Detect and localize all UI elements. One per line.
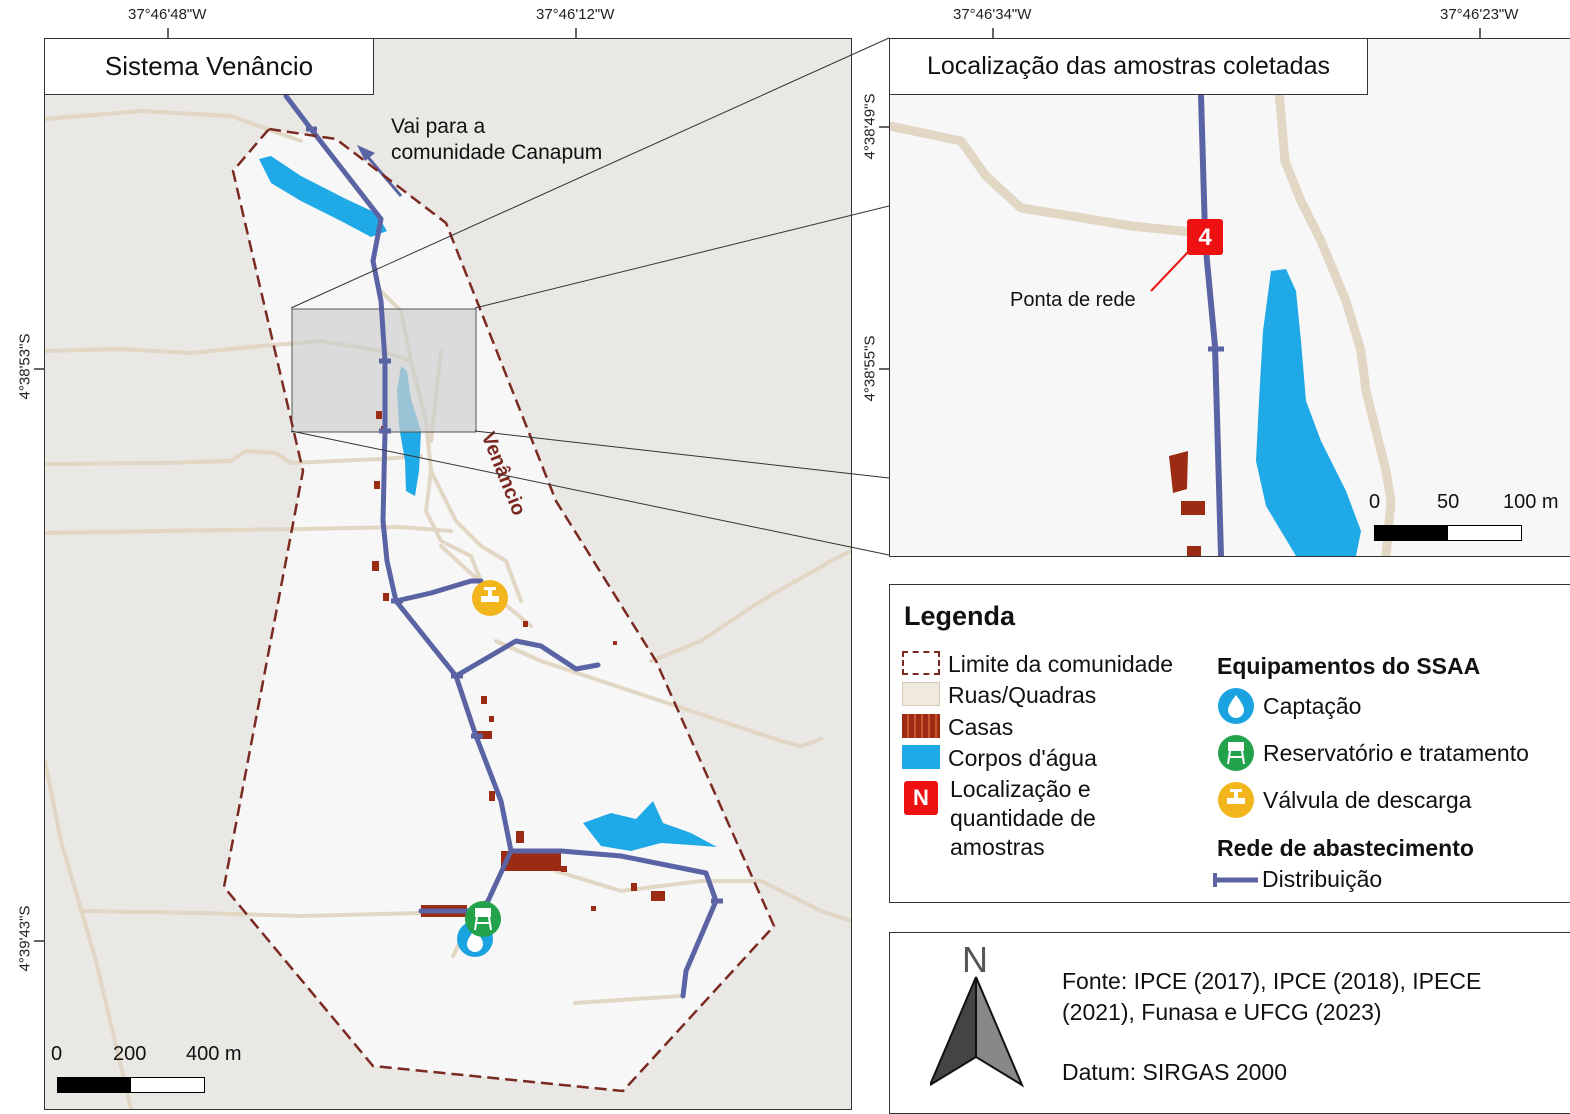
legend-item-houses: Casas [902,714,1013,741]
main-scale-label-1: 200 [113,1043,147,1065]
inset-scale-label-2: 100 m [1503,491,1559,513]
legend-sample-line2: quantidade de [950,805,1096,831]
legend-equipment-label: Captação [1263,692,1362,719]
arrow-note-line1: Vai para a [391,115,486,138]
valve-icon [1218,782,1254,818]
arrow-note-line2: comunidade Canapum [391,141,603,164]
legend-sample-line3: amostras [950,834,1045,860]
legend-equipment-captacao: Captação [1217,687,1361,725]
inset-scale-label-1: 50 [1437,491,1460,513]
legend-network-label: Distribuição [1262,866,1383,892]
legend-title: Legenda [904,601,1016,631]
legend-equipment-label: Válvula de descarga [1263,786,1472,813]
inset-pipe [1198,93,1224,556]
inset-scale-label-0: 0 [1369,491,1381,513]
main-top-coord-2: 37°46'12"W [536,6,615,23]
legend-item-samples: N Localização e quantidade de amostras [902,775,1096,862]
network-heading: Rede de abastecimento [1217,835,1474,861]
legend: Legenda Limite da comunidade Ruas/Quadra… [889,584,1570,903]
main-scale-label-0: 0 [51,1043,63,1065]
sample-marker-icon: N [904,781,938,815]
inset-top-coord-2: 37°46'23"W [1440,6,1519,23]
valve-icon [472,580,508,616]
equipment-heading: Equipamentos do SSAA [1217,653,1481,679]
source-line1: Fonte: IPCE (2017), IPCE (2018), IPECE [1062,968,1482,994]
datum-text: Datum: SIRGAS 2000 [1062,1059,1287,1085]
main-scale-bar [57,1077,205,1093]
inset-water [1256,269,1361,556]
main-map[interactable]: Vai para a comunidade Canapum Venâncio 0… [44,38,852,1110]
water-drop-icon [1218,688,1254,724]
inset-roads [890,86,1396,556]
streets-fill-icon [902,682,940,706]
inset-top-coord-1: 37°46'34"W [953,6,1032,23]
water-tower-icon [465,901,501,937]
legend-item-streets: Ruas/Quadras [902,682,1096,709]
legend-sample-line1: Localização e [950,776,1091,802]
legend-item-label: Casas [948,714,1014,740]
legend-item-label: Limite da comunidade [948,651,1174,677]
legend-item-label: Ruas/Quadras [948,682,1097,708]
houses-fill-icon [902,714,940,738]
main-top-coord-1: 37°46'48"W [128,6,207,23]
main-scale-label-2: 400 m [186,1043,242,1065]
sample-marker [1187,219,1223,255]
main-map-title: Sistema Venâncio [44,38,374,95]
inset-scale-bar [1374,525,1522,541]
north-arrow-icon [930,976,1025,1088]
legend-equipment-valvula: Válvula de descarga [1217,781,1471,819]
inset-map-title: Localização das amostras coletadas [889,38,1368,95]
source-line2: (2021), Funasa e UFCG (2023) [1062,999,1382,1025]
main-map-canvas [45,93,851,1109]
legend-item-boundary: Limite da comunidade [902,651,1173,678]
legend-item-water: Corpos d'água [902,745,1097,772]
water-fill-icon [902,745,940,769]
legend-item-label: Corpos d'água [948,745,1097,771]
legend-equipment-label: Reservatório e tratamento [1263,739,1529,766]
source-box: N Fonte: IPCE (2017), IPCE (2018), IPECE… [889,932,1570,1114]
inset-map-canvas [890,39,1570,556]
water-tower-icon [1218,735,1254,771]
sample-leader-line [1150,250,1190,292]
pipe-line-icon [1213,872,1258,887]
sample-count[interactable]: 4 [1198,224,1212,251]
north-label: N [962,939,988,980]
source-text: Fonte: IPCE (2017), IPCE (2018), IPECE (… [1062,966,1562,1088]
inset-houses [1169,451,1205,556]
legend-network-distribuicao: Distribuição [1212,866,1382,893]
inset-map[interactable]: 4 Ponta de rede 0 50 100 m [889,38,1570,557]
sample-label: Ponta de rede [1010,289,1136,311]
legend-equipment-reservatorio: Reservatório e tratamento [1217,734,1529,772]
dashed-boundary-icon [902,651,940,675]
